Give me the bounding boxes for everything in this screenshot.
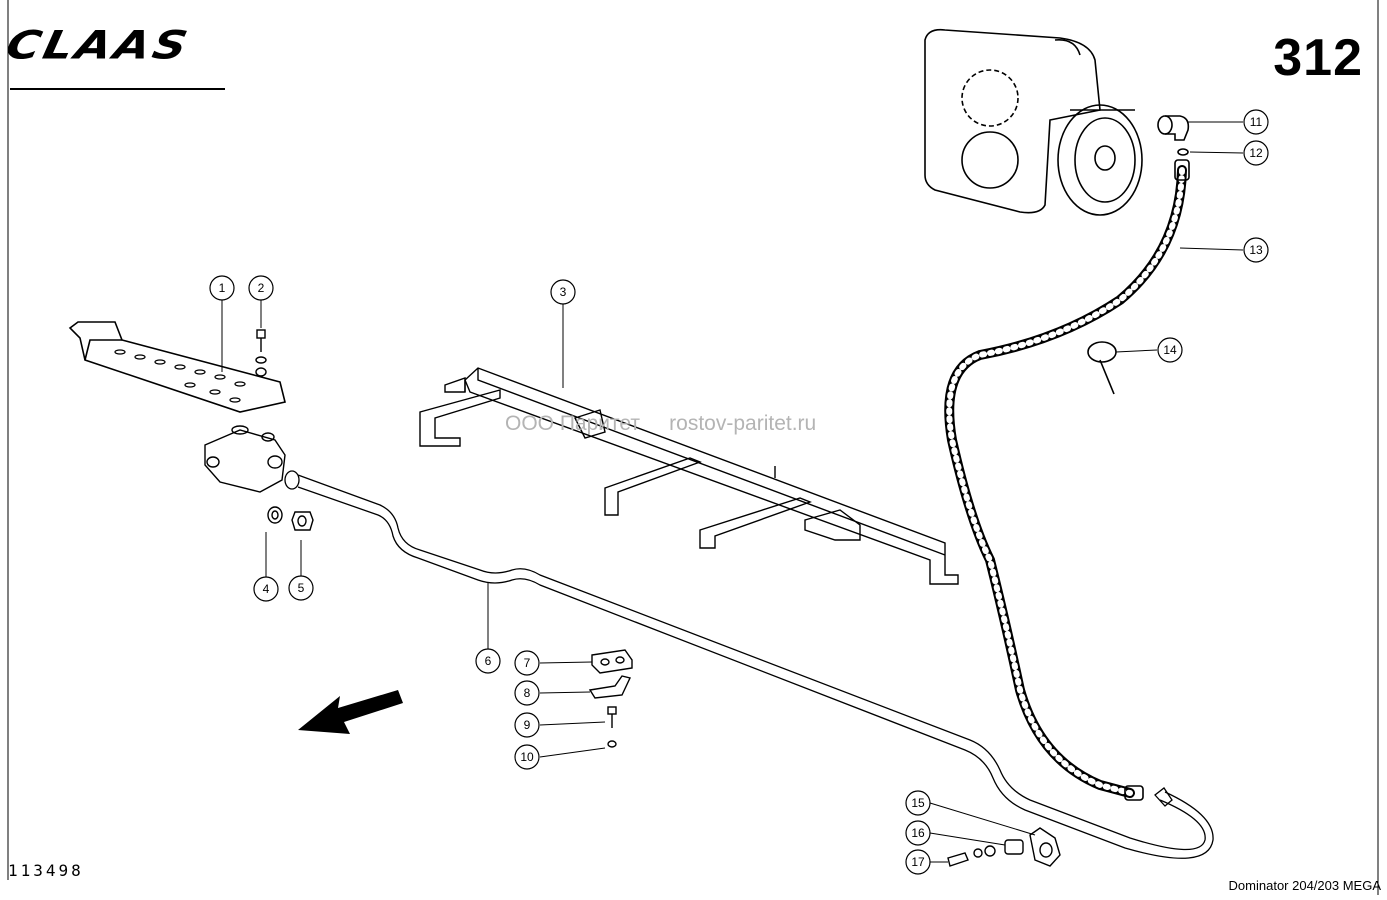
valve-block [204, 425, 286, 493]
steel-pipe [284, 470, 1214, 859]
svg-text:9: 9 [524, 718, 531, 732]
callout-16: 16 [905, 820, 931, 846]
svg-text:2: 2 [258, 281, 265, 295]
svg-text:12: 12 [1249, 146, 1263, 160]
svg-text:17: 17 [911, 855, 925, 869]
svg-text:13: 13 [1249, 243, 1263, 257]
callout-11: 11 [1243, 109, 1269, 135]
callout-12: 12 [1243, 140, 1269, 166]
pump-unit [924, 28, 1143, 216]
svg-text:10: 10 [520, 750, 534, 764]
callout-1: 1 [209, 275, 235, 301]
page-number: 312 [1273, 29, 1363, 87]
leader-lines [221, 121, 1244, 863]
svg-text:7: 7 [524, 656, 531, 670]
cable-tie [1087, 341, 1117, 395]
clamp-hardware [588, 649, 633, 748]
callout-5: 5 [288, 575, 314, 601]
callout-6: 6 [475, 648, 501, 674]
bolt-nut-set [255, 329, 267, 377]
elbow-fitting [1157, 115, 1190, 156]
header-rule [10, 88, 225, 90]
adapter-fittings [267, 506, 314, 531]
svg-text:8: 8 [524, 686, 531, 700]
svg-text:6: 6 [485, 654, 492, 668]
svg-text:15: 15 [911, 796, 925, 810]
pipe-clamp [947, 827, 1061, 867]
drawing-number: 113498 [8, 861, 84, 880]
callout-8: 8 [514, 680, 540, 706]
callout-4: 4 [253, 576, 279, 602]
bracket-plate [68, 321, 286, 413]
svg-text:14: 14 [1163, 343, 1177, 357]
callout-14: 14 [1157, 337, 1183, 363]
svg-text:4: 4 [263, 582, 270, 596]
watermark-text: ООО Паритет rostov-paritet.ru [505, 412, 817, 435]
callout-9: 9 [514, 712, 540, 738]
svg-text:5: 5 [298, 581, 305, 595]
callout-10: 10 [514, 744, 540, 770]
callout-3: 3 [550, 279, 576, 305]
callout-15: 15 [905, 790, 931, 816]
hydraulic-hose [944, 159, 1190, 801]
callout-7: 7 [514, 650, 540, 676]
callout-17: 17 [905, 849, 931, 875]
model-label: Dominator 204/203 MEGA [1228, 878, 1381, 893]
callout-2: 2 [248, 275, 274, 301]
direction-arrow-icon [298, 690, 403, 734]
svg-text:1: 1 [219, 281, 226, 295]
callout-13: 13 [1243, 237, 1269, 263]
svg-text:16: 16 [911, 826, 925, 840]
support-frame [419, 367, 959, 585]
svg-text:3: 3 [560, 285, 567, 299]
svg-text:11: 11 [1250, 115, 1263, 129]
